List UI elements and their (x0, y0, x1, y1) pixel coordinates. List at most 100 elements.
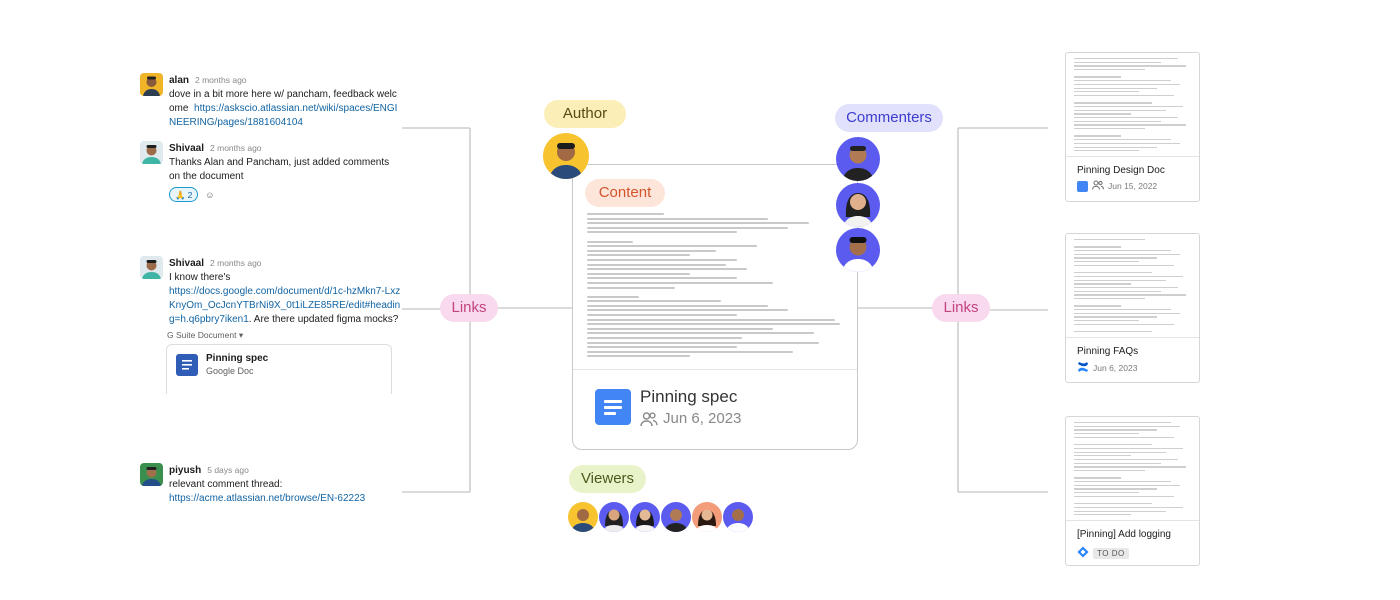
avatar[interactable] (140, 141, 163, 164)
message-text: I know there's (169, 272, 231, 283)
related-doc-title[interactable]: [Pinning] Add logging (1077, 529, 1171, 540)
avatar[interactable] (140, 73, 163, 96)
preview-line (1074, 272, 1152, 274)
viewer-avatar[interactable] (692, 502, 722, 532)
message-timestamp[interactable]: 2 months ago (210, 258, 262, 268)
preview-line (1074, 331, 1152, 333)
card-divider (573, 369, 857, 370)
status-badge: TO DO (1093, 547, 1129, 559)
preview-line (587, 341, 820, 344)
preview-line (1074, 305, 1122, 307)
caret-down-icon[interactable]: ▾ (238, 330, 244, 340)
preview-line (1074, 264, 1175, 267)
preview-line (587, 281, 773, 284)
message-link[interactable]: https://docs.google.com/document/d/1c-hz… (169, 286, 401, 325)
message-text: Thanks Alan and Pancham, just added comm… (169, 157, 390, 182)
preview-line (1074, 257, 1157, 259)
preview-line (587, 249, 716, 252)
commenter-avatar[interactable] (836, 137, 880, 181)
viewer-avatar[interactable] (661, 502, 691, 532)
google-docs-icon (595, 389, 631, 425)
attachment-card[interactable]: Pinning spec Google Doc (166, 344, 392, 394)
preview-line (587, 231, 737, 234)
avatar[interactable] (140, 256, 163, 279)
preview-line (587, 258, 737, 261)
author-avatar[interactable] (543, 133, 589, 179)
chat-message: piyush 5 days ago relevant comment thread… (140, 463, 400, 506)
author-pill: Author (544, 100, 626, 128)
document-title[interactable]: Pinning spec (640, 387, 738, 406)
message-timestamp[interactable]: 5 days ago (207, 465, 249, 475)
preview-line (1074, 250, 1171, 252)
preview-line (1074, 94, 1175, 97)
attachment-source[interactable]: G Suite Document ▾ (167, 330, 243, 341)
attachment-title[interactable]: Pinning spec (206, 353, 269, 364)
related-doc-date: Jun 6, 2023 (1093, 363, 1138, 373)
praying-hands-emoji: 🙏 (175, 189, 186, 200)
message-timestamp[interactable]: 2 months ago (195, 75, 247, 85)
preview-line (1074, 466, 1187, 468)
viewers-pill: Viewers (569, 465, 646, 493)
preview-line (1074, 117, 1178, 119)
preview-line (1074, 275, 1183, 278)
reaction-pill[interactable]: 🙏2 (169, 187, 199, 202)
commenter-avatar[interactable] (836, 228, 880, 272)
preview-line (1074, 76, 1122, 78)
preview-line (587, 304, 768, 307)
preview-line (587, 254, 691, 257)
preview-line (587, 277, 737, 280)
message-author[interactable]: Shivaal (169, 258, 205, 269)
preview-line (1074, 469, 1145, 472)
preview-line (587, 213, 665, 215)
viewer-avatar[interactable] (630, 502, 660, 532)
preview-line (587, 346, 737, 349)
document-card[interactable]: Pinning spec Jun 6, 2023 (572, 164, 858, 450)
related-doc-title[interactable]: Pinning FAQs (1077, 346, 1139, 357)
preview-line (1074, 433, 1139, 435)
preview-line (1074, 283, 1131, 285)
preview-line (1074, 510, 1167, 512)
preview-line (587, 272, 691, 275)
message-author[interactable]: Shivaal (169, 143, 205, 154)
preview-line (587, 314, 737, 317)
people-icon (640, 411, 658, 432)
preview-line (1074, 495, 1175, 498)
preview-line (1074, 120, 1162, 122)
preview-line (1074, 135, 1122, 137)
preview-line (1074, 451, 1167, 453)
preview-line (1074, 458, 1178, 461)
preview-line (1074, 514, 1131, 516)
message-author[interactable]: piyush (169, 465, 202, 476)
preview-line (1074, 447, 1183, 450)
related-doc-title[interactable]: Pinning Design Doc (1077, 165, 1165, 176)
viewer-avatar[interactable] (568, 502, 598, 532)
preview-line (587, 295, 639, 298)
viewer-avatar[interactable] (599, 502, 629, 532)
preview-line (1074, 109, 1167, 111)
message-link[interactable]: https://acme.atlassian.net/browse/EN-622… (169, 493, 366, 504)
commenters-pill: Commenters (835, 104, 943, 132)
message-link[interactable]: https://askscio.atlassian.net/wiki/space… (169, 103, 398, 128)
commenter-avatar[interactable] (836, 183, 880, 227)
related-doc-card[interactable]: [Pinning] Add logging TO DO (1065, 416, 1200, 566)
add-reaction-icon[interactable]: ☺ (205, 189, 215, 200)
preview-line (587, 323, 840, 326)
confluence-icon (1077, 361, 1089, 375)
attachment-source-label: G Suite Document (167, 330, 237, 340)
message-timestamp[interactable]: 2 months ago (210, 143, 262, 153)
preview-line (1074, 105, 1183, 108)
preview-line (1074, 316, 1157, 318)
message-text: relevant comment thread: (169, 479, 283, 490)
preview-line (587, 245, 758, 248)
related-doc-card[interactable]: Pinning FAQs Jun 6, 2023 (1065, 233, 1200, 383)
related-doc-card[interactable]: Pinning Design Doc Jun 15, 2022 (1065, 52, 1200, 202)
preview-line (1074, 422, 1171, 424)
preview-line (1074, 69, 1145, 71)
avatar[interactable] (140, 463, 163, 486)
viewer-avatar[interactable] (723, 502, 753, 532)
preview-line (1074, 113, 1131, 115)
preview-line (1074, 139, 1171, 141)
preview-line (1074, 290, 1162, 292)
message-author[interactable]: alan (169, 75, 190, 86)
preview-line (1074, 239, 1145, 241)
